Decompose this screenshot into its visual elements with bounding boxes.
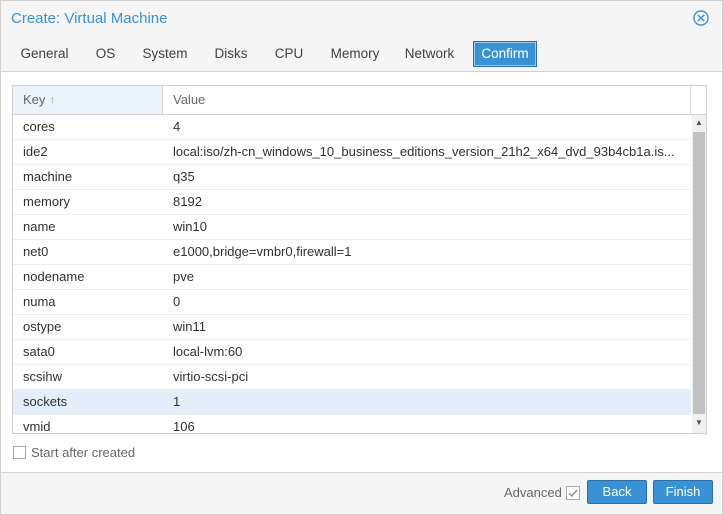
back-button[interactable]: Back [587,480,647,504]
row-key: cores [23,119,55,134]
row-key: vmid [23,419,51,433]
column-header-key[interactable]: Key↑ [13,86,163,114]
tab-general[interactable]: General [20,46,69,61]
grid-header: Key↑ Value [13,86,706,115]
start-after-created-checkbox[interactable] [13,446,26,459]
wizard-tabs: General OS System Disks CPU Memory Netwo… [1,41,722,67]
grid-scrollbar[interactable]: ▲ ▼ [692,115,706,433]
confirm-panel: Key↑ Value cores 4 ide2 local:iso/zh-cn_wi… [1,71,722,473]
table-row[interactable]: memory 8192 [13,190,691,215]
row-value: virtio-scsi-pci [173,369,249,384]
row-value: win10 [173,219,207,234]
checkmark-icon [568,489,578,498]
tab-confirm[interactable]: Confirm [473,41,537,67]
row-key: ide2 [23,144,48,159]
row-key: sockets [23,394,68,409]
row-key: numa [23,294,56,309]
table-row[interactable]: numa 0 [13,290,691,315]
scrollbar-thumb[interactable] [693,132,705,414]
row-value: local-lvm:60 [173,344,243,359]
column-header-key-label: Key [23,92,46,107]
row-value: 106 [173,419,195,433]
table-row-selected[interactable]: sockets 1 [13,390,691,415]
table-row[interactable]: ostype win11 [13,315,691,340]
row-key: name [23,219,56,234]
table-row[interactable]: sata0 local-lvm:60 [13,340,691,365]
header-spacer [691,86,706,114]
row-value: q35 [173,169,195,184]
row-value: e1000,bridge=vmbr0,firewall=1 [173,244,352,259]
scroll-up-arrow-icon[interactable]: ▲ [695,118,703,127]
advanced-checkbox[interactable] [566,486,580,500]
dialog-title: Create: Virtual Machine [11,10,168,27]
scroll-down-arrow-icon[interactable]: ▼ [695,418,703,427]
row-value: pve [173,269,194,284]
row-value: 4 [173,119,181,134]
tab-os[interactable]: OS [95,46,116,61]
tab-disks[interactable]: Disks [214,46,248,61]
row-value: 8192 [173,194,202,209]
row-key: machine [23,169,73,184]
row-value: win11 [173,319,207,334]
column-header-value[interactable]: Value [163,86,691,114]
table-row[interactable]: name win10 [13,215,691,240]
dialog-footer: Advanced Back Finish [1,474,722,514]
row-value: local:iso/zh-cn_windows_10_business_edit… [173,144,675,159]
row-key: nodename [23,269,85,284]
row-key: scsihw [23,369,63,384]
table-row[interactable]: machine q35 [13,165,691,190]
advanced-label: Advanced [504,485,562,500]
dialog-titlebar: Create: Virtual Machine [1,1,722,37]
row-key: ostype [23,319,62,334]
row-value: 1 [173,394,181,409]
row-key: memory [23,194,70,209]
table-row[interactable]: vmid 106 [13,415,691,433]
row-key: net0 [23,244,49,259]
close-button[interactable] [693,10,709,26]
table-row[interactable]: cores 4 [13,115,691,140]
start-after-created-label: Start after created [31,445,136,460]
row-key: sata0 [23,344,55,359]
table-row[interactable]: net0 e1000,bridge=vmbr0,firewall=1 [13,240,691,265]
settings-grid: Key↑ Value cores 4 ide2 local:iso/zh-cn_wi… [12,85,707,434]
tab-system[interactable]: System [142,46,188,61]
tab-memory[interactable]: Memory [330,46,380,61]
tab-network[interactable]: Network [404,46,455,61]
row-value: 0 [173,294,181,309]
grid-body: cores 4 ide2 local:iso/zh-cn_windows_10_bu… [13,115,691,433]
close-circle-icon [693,10,709,26]
arrow-up-icon: ↑ [49,93,56,107]
finish-button[interactable]: Finish [653,480,713,504]
tab-cpu[interactable]: CPU [274,46,304,61]
table-row[interactable]: ide2 local:iso/zh-cn_windows_10_business_… [13,140,691,165]
table-row[interactable]: nodename pve [13,265,691,290]
table-row[interactable]: scsihw virtio-scsi-pci [13,365,691,390]
